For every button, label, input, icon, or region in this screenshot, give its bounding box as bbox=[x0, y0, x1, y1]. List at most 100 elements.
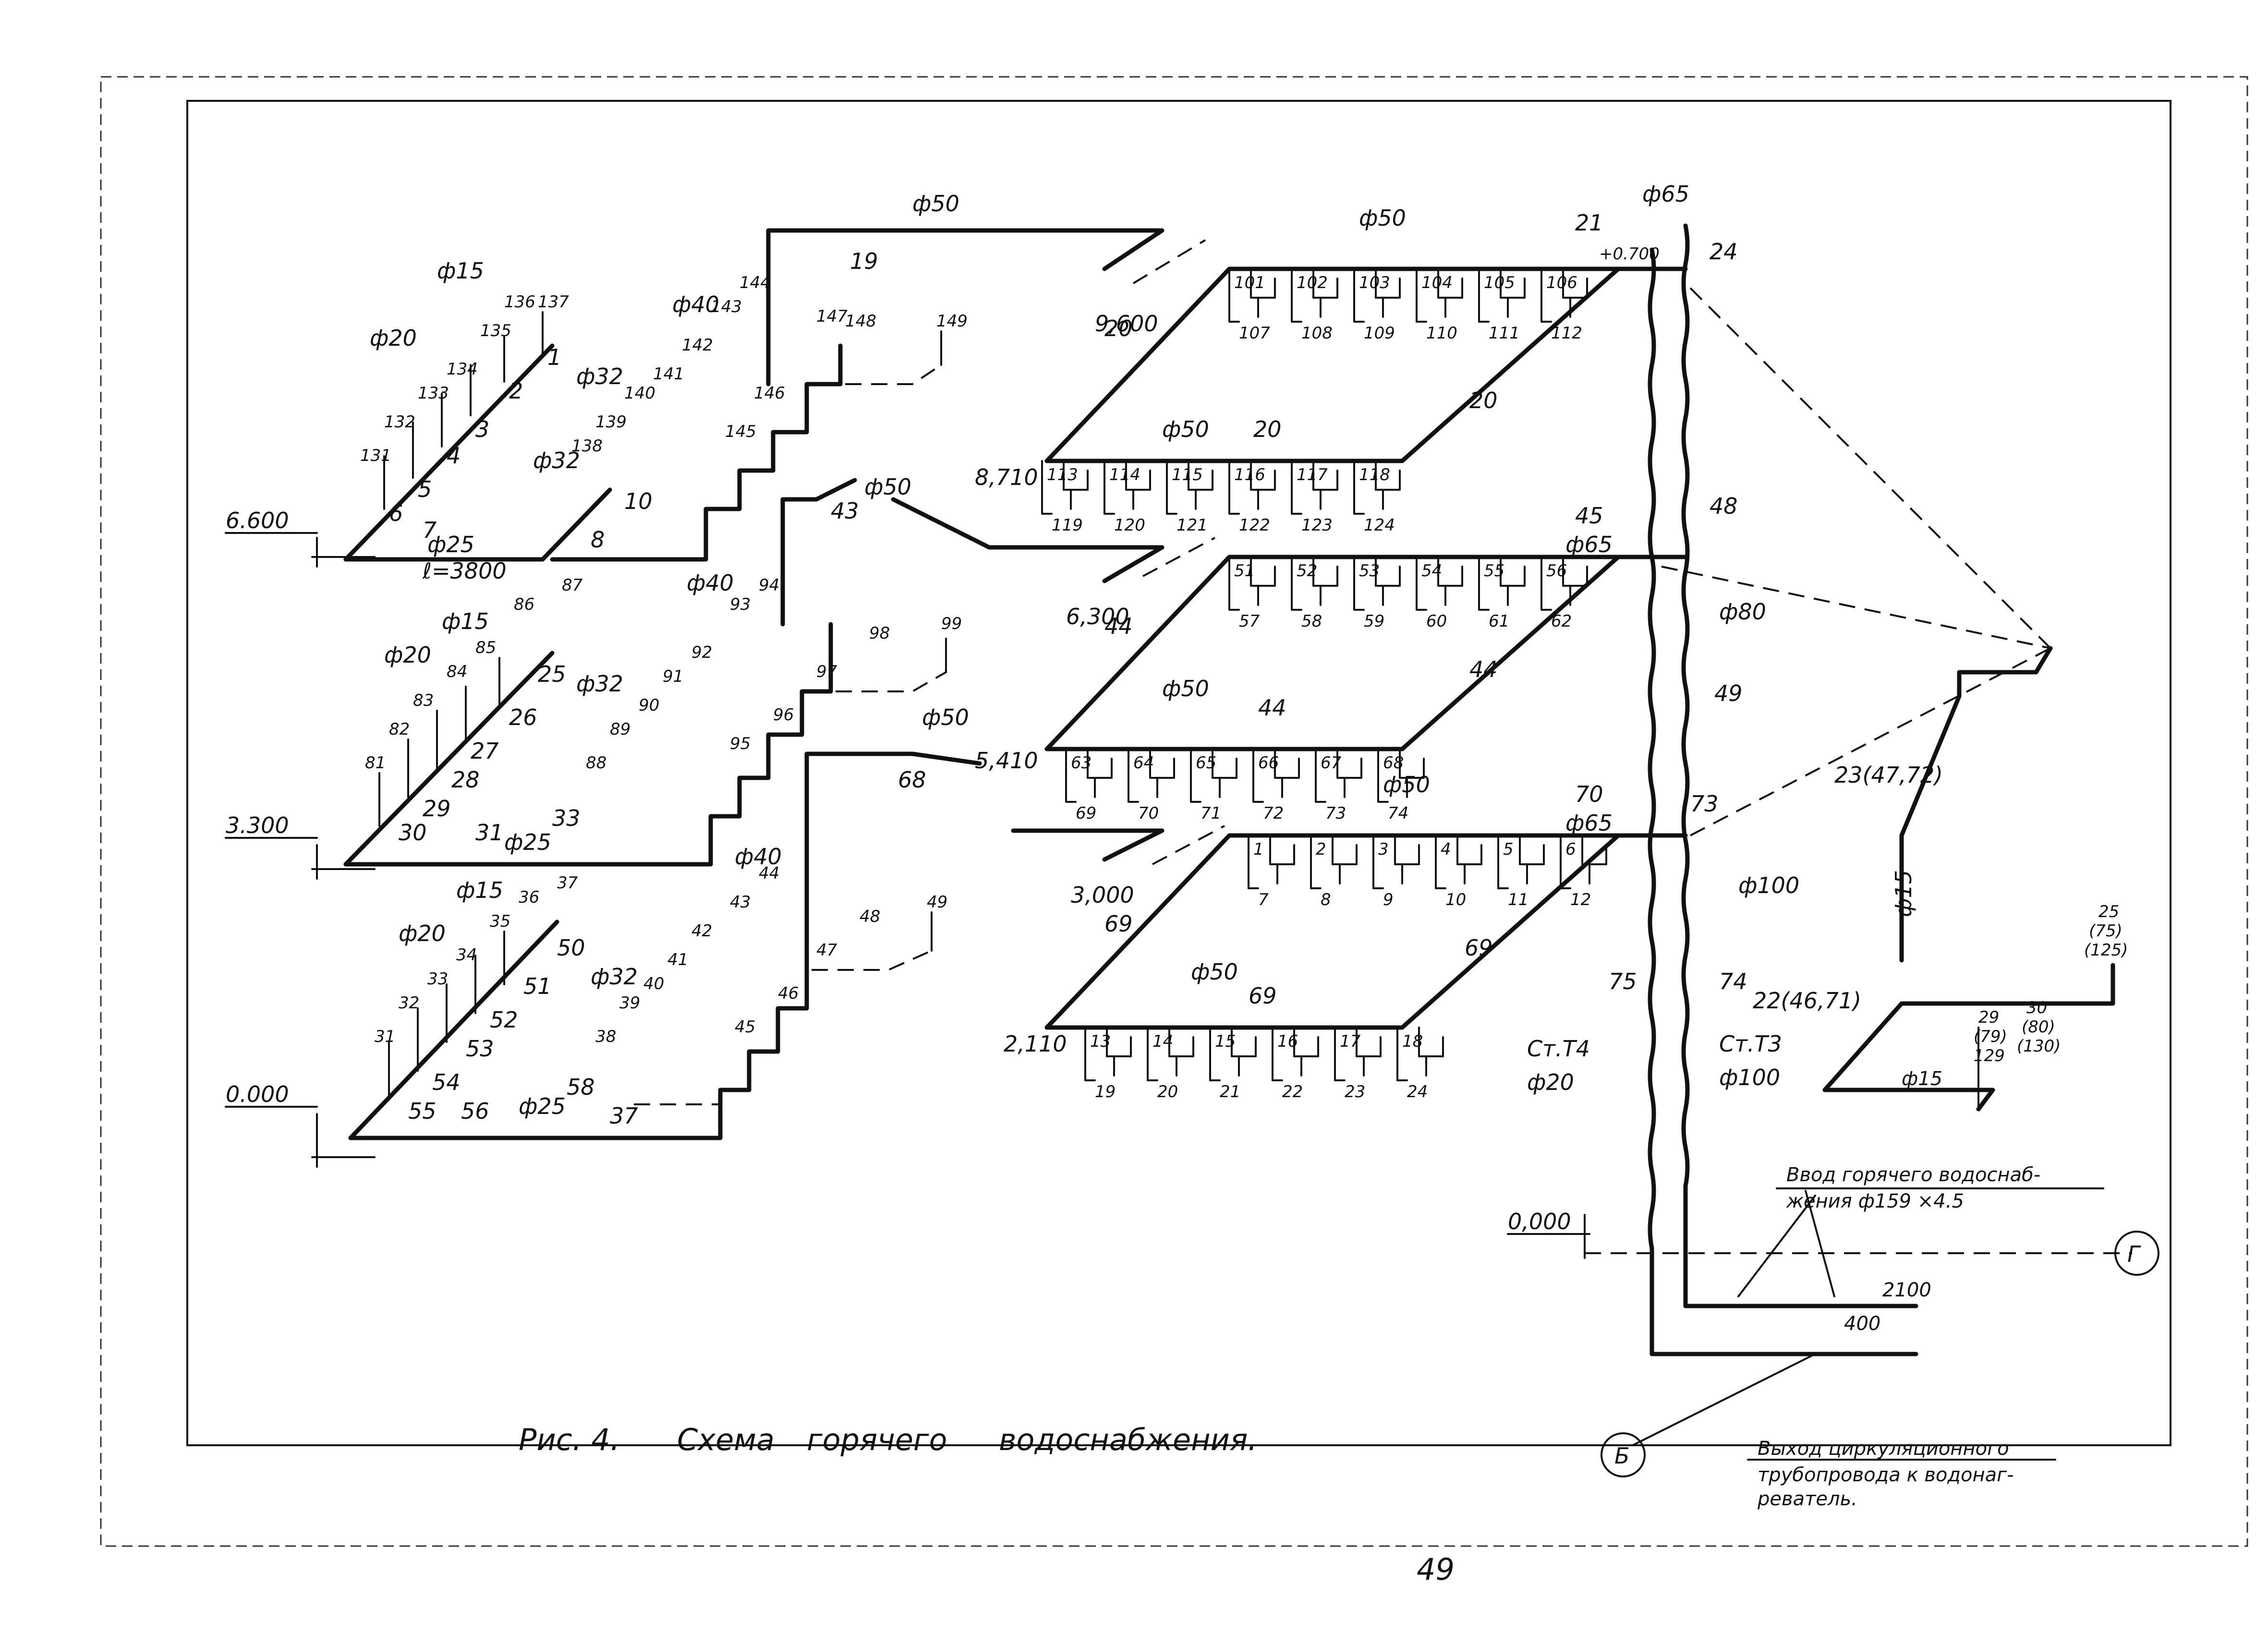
riser-st-t3: Ст.Т3 bbox=[1719, 1031, 1782, 1057]
seg-3: 3 bbox=[475, 416, 489, 442]
seg-74: 74 bbox=[1719, 968, 1747, 994]
seg-8: 8 bbox=[591, 527, 605, 553]
heater-29: 29 bbox=[1978, 1008, 1999, 1027]
seg-68: 68 bbox=[898, 767, 926, 793]
size-d20-a: ф20 bbox=[370, 325, 417, 351]
fixture-number-bottom: 23 bbox=[1345, 1082, 1365, 1101]
seg-28: 28 bbox=[451, 767, 480, 793]
size-d65-b: ф65 bbox=[1565, 532, 1613, 557]
fixture-number-top: 2 bbox=[1316, 840, 1326, 859]
fixture-number-bottom: 12 bbox=[1570, 890, 1591, 909]
seg-20-b: 20 bbox=[1253, 416, 1282, 442]
heater-80: (80) bbox=[2022, 1017, 2055, 1037]
valve-33: 33 bbox=[427, 969, 448, 989]
caption-word-1: Схема bbox=[677, 1422, 775, 1457]
seg-4: 4 bbox=[447, 443, 461, 469]
size-d40-c: ф40 bbox=[735, 844, 782, 870]
size-d15-heater: ф15 bbox=[1902, 1068, 1942, 1090]
fixture-number-bottom: 111 bbox=[1489, 324, 1520, 343]
valve-91: 91 bbox=[663, 667, 683, 686]
size-d50-f2: ф50 bbox=[1162, 416, 1209, 442]
seg-44-b: 44 bbox=[1258, 695, 1286, 721]
fixture-number-bottom: 8 bbox=[1321, 890, 1331, 909]
seg-2: 2 bbox=[509, 378, 523, 404]
exit-note-2: трубопровода к водонаг- bbox=[1758, 1464, 2014, 1486]
dim-2100: 2100 bbox=[1882, 1279, 1931, 1301]
left-branch-level-3300: 3.300 ф20 ф15 ф25 ф32 ф40 25 26 27 28 29… bbox=[225, 474, 1164, 880]
size-d32-a: ф32 bbox=[533, 448, 580, 473]
fixture-number-top: 13 bbox=[1090, 1032, 1111, 1051]
seg-44-c: 44 bbox=[1469, 656, 1498, 682]
seg-6: 6 bbox=[389, 500, 403, 526]
heater-129: 129 bbox=[1974, 1046, 2005, 1065]
sink-fixture-symbol bbox=[1228, 556, 1276, 611]
axis-b-bubble bbox=[1601, 1432, 1646, 1477]
level-3300-label: 3.300 bbox=[226, 812, 289, 838]
floor-level-9600: 9,600 8,710 20 20 20 21 ф50 ф50 +0.700 bbox=[975, 205, 1660, 490]
sink-fixture-symbol bbox=[1291, 556, 1338, 611]
valve-48: 48 bbox=[860, 907, 880, 926]
sink-fixture-symbol bbox=[1497, 835, 1545, 889]
seg-26: 26 bbox=[509, 704, 537, 730]
fixture-number-bottom: 112 bbox=[1551, 324, 1582, 343]
fixture-number-top: 16 bbox=[1277, 1032, 1298, 1051]
valve-88: 88 bbox=[586, 753, 606, 773]
fixture-number-top: 103 bbox=[1359, 273, 1390, 292]
sink-fixture-symbol bbox=[1540, 268, 1588, 323]
fixture-number-bottom: 74 bbox=[1388, 804, 1408, 823]
inlet-area: 0,000 Ввод горячего водоснаб- жения ф159… bbox=[1507, 1164, 2159, 1510]
axis-g-label: Г bbox=[2127, 1241, 2141, 1267]
fixture-number-bottom: 24 bbox=[1407, 1082, 1428, 1101]
size-d100-b: ф100 bbox=[1719, 1064, 1780, 1090]
size-d50-mid: ф50 bbox=[864, 474, 911, 500]
riser-mark-8710: 8,710 bbox=[975, 464, 1038, 490]
fixture-number-top: 65 bbox=[1196, 753, 1216, 773]
heater-130: (130) bbox=[2017, 1037, 2061, 1056]
valve-87: 87 bbox=[562, 576, 583, 595]
sink-fixture-symbol bbox=[1540, 556, 1588, 611]
seg-52: 52 bbox=[490, 1007, 518, 1033]
valve-149: 149 bbox=[936, 312, 968, 331]
valve-148: 148 bbox=[845, 312, 876, 331]
sink-fixture-symbol bbox=[1248, 835, 1295, 889]
fixture-number-top: 56 bbox=[1546, 561, 1567, 581]
caption-word-3: водоснабжения. bbox=[999, 1422, 1257, 1457]
size-d40-a: ф40 bbox=[672, 291, 719, 317]
sink-fixture-symbol bbox=[1041, 460, 1089, 515]
valve-97: 97 bbox=[816, 662, 837, 681]
seg-20-c: 20 bbox=[1469, 387, 1498, 413]
sink-fixture-symbol bbox=[1478, 556, 1526, 611]
fixture-number-bottom: 10 bbox=[1445, 890, 1466, 909]
riser-mark-9600: 9,600 bbox=[1095, 311, 1158, 337]
sink-fixture-symbol bbox=[1416, 268, 1463, 323]
fixture-number-bottom: 7 bbox=[1258, 890, 1269, 909]
seg-43: 43 bbox=[831, 498, 859, 524]
fixture-number-bottom: 124 bbox=[1364, 516, 1395, 535]
valve-39: 39 bbox=[619, 993, 640, 1013]
fixture-number-top: 54 bbox=[1421, 561, 1442, 581]
valve-139: 139 bbox=[595, 412, 627, 432]
fixture-number-bottom: 119 bbox=[1052, 516, 1083, 535]
fixture-number-bottom: 19 bbox=[1095, 1082, 1116, 1101]
valve-95: 95 bbox=[730, 734, 751, 753]
fixture-number-top: 52 bbox=[1297, 561, 1317, 581]
sink-fixture-symbol bbox=[1128, 748, 1175, 803]
valve-32: 32 bbox=[399, 993, 419, 1013]
seg-58: 58 bbox=[567, 1074, 595, 1100]
heater-75: (75) bbox=[2089, 921, 2122, 941]
inlet-note-2: жения ф159 ×4.5 bbox=[1786, 1190, 1964, 1212]
fixture-number-bottom: 70 bbox=[1138, 804, 1159, 823]
fixture-number-top: 5 bbox=[1503, 840, 1514, 859]
valve-85: 85 bbox=[475, 638, 496, 657]
size-d50-f4: ф50 bbox=[1162, 676, 1209, 702]
valve-45: 45 bbox=[735, 1017, 755, 1037]
heater-connections: 23(47,72) 22(46,71) ф15 ф15 25 (75) (125… bbox=[1661, 287, 2128, 1112]
fixture-number-bottom: 108 bbox=[1301, 324, 1333, 343]
dim-400: 400 bbox=[1844, 1313, 1880, 1335]
riser-mark-3000: 3,000 bbox=[1071, 882, 1134, 908]
riser-st-t4: Ст.Т4 bbox=[1527, 1036, 1590, 1062]
valve-147: 147 bbox=[816, 307, 848, 326]
fixture-number-bottom: 21 bbox=[1220, 1082, 1240, 1101]
seg-30: 30 bbox=[399, 820, 427, 846]
fixture-number-top: 63 bbox=[1071, 753, 1092, 773]
